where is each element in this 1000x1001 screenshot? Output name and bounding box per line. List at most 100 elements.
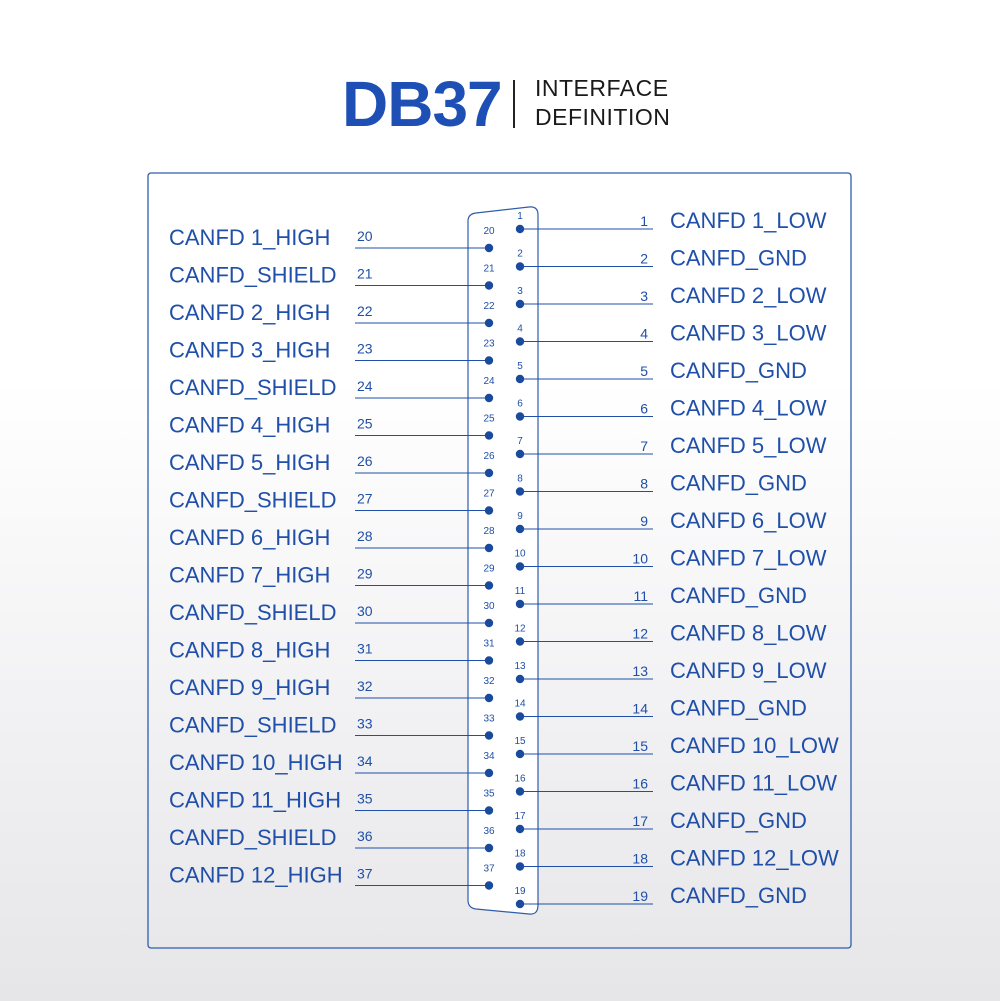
left-connector-pin-number: 34 (483, 751, 495, 762)
left-pin-label: CANFD 6_HIGH (169, 525, 330, 550)
left-pin-contact (484, 618, 494, 628)
right-pin-label: CANFD 5_LOW (670, 433, 827, 458)
right-pin-number: 1 (640, 213, 648, 229)
left-pin-label: CANFD 8_HIGH (169, 638, 330, 663)
left-pin-label: CANFD 3_HIGH (169, 338, 330, 363)
page-title: DB37 (342, 68, 503, 140)
right-pin-number: 10 (632, 551, 648, 567)
right-pin-label: CANFD_GND (670, 696, 807, 721)
left-pin-label: CANFD 2_HIGH (169, 300, 330, 325)
left-pin-contact (484, 393, 494, 403)
right-pin-row: 7 7 CANFD 5_LOW (515, 433, 827, 459)
left-pin-number: 37 (357, 866, 373, 882)
right-pin-number: 7 (640, 438, 648, 454)
right-pin-row: 13 13 CANFD 9_LOW (514, 658, 827, 684)
left-connector-pin-number: 33 (483, 714, 495, 725)
left-pin-label: CANFD 9_HIGH (169, 675, 330, 700)
left-pin-label: CANFD_SHIELD (169, 263, 336, 288)
right-pin-number: 5 (640, 363, 648, 379)
left-pin-contact (484, 468, 494, 478)
left-pin-number: 33 (357, 716, 373, 732)
left-pin-number: 20 (357, 228, 373, 244)
right-pin-number: 14 (632, 701, 648, 717)
right-pin-label: CANFD 12_LOW (670, 846, 839, 871)
left-pin-label: CANFD_SHIELD (169, 713, 336, 738)
left-pin-label: CANFD 7_HIGH (169, 563, 330, 588)
left-pin-contact (484, 318, 494, 328)
left-connector-pin-number: 37 (483, 864, 495, 875)
right-pin-label: CANFD 7_LOW (670, 546, 827, 571)
right-pin-row: 16 16 CANFD 11_LOW (514, 771, 837, 796)
right-pin-label: CANFD_GND (670, 246, 807, 271)
left-pin-label: CANFD_SHIELD (169, 825, 336, 850)
right-pin-label: CANFD 3_LOW (670, 321, 827, 346)
right-connector-pin-number: 1 (517, 211, 523, 222)
left-pin-number: 32 (357, 678, 373, 694)
left-pin-number: 28 (357, 528, 373, 544)
left-connector-pin-number: 24 (483, 376, 495, 387)
left-connector-pin-number: 21 (483, 264, 495, 275)
right-pin-label: CANFD 8_LOW (670, 621, 827, 646)
left-pin-contact (484, 731, 494, 740)
left-pin-number: 36 (357, 828, 373, 844)
right-pin-label: CANFD_GND (670, 471, 807, 496)
left-pin-number: 30 (357, 603, 373, 619)
left-pin-label: CANFD 11_HIGH (169, 788, 341, 813)
right-connector-pin-number: 4 (517, 324, 523, 335)
left-pin-number: 35 (357, 791, 373, 807)
right-connector-pin-number: 7 (517, 436, 523, 447)
subtitle-line-2: DEFINITION (535, 104, 671, 130)
right-connector-pin-number: 8 (517, 474, 523, 485)
left-pin-contact (484, 881, 494, 890)
right-pin-label: CANFD 2_LOW (670, 283, 827, 308)
header: DB37 INTERFACE DEFINITION (0, 60, 1000, 150)
right-connector-pin-number: 13 (514, 661, 526, 672)
right-pin-number: 16 (632, 776, 648, 792)
right-connector-pin-number: 17 (514, 811, 526, 822)
right-connector-pin-number: 2 (517, 249, 523, 260)
right-pin-number: 15 (632, 738, 648, 754)
left-pin-number: 22 (357, 303, 373, 319)
left-pin-contact (484, 243, 494, 253)
left-pin-number: 27 (357, 491, 373, 507)
left-pin-number: 24 (357, 378, 373, 394)
left-pin-label: CANFD 12_HIGH (169, 863, 343, 888)
left-pin-label: CANFD 1_HIGH (169, 225, 330, 250)
right-connector-pin-number: 5 (517, 361, 523, 372)
right-pin-number: 3 (640, 288, 648, 304)
left-connector-pin-number: 27 (483, 489, 495, 500)
left-pin-contact (484, 581, 494, 590)
left-connector-pin-number: 20 (483, 226, 495, 237)
left-pin-contact (484, 768, 494, 778)
right-connector-pin-number: 16 (514, 774, 526, 785)
right-connector-pin-number: 9 (517, 511, 523, 522)
right-pin-number: 4 (640, 326, 648, 342)
right-pin-number: 9 (640, 513, 648, 529)
left-pin-label: CANFD_SHIELD (169, 488, 336, 513)
left-connector-pin-number: 25 (483, 414, 495, 425)
right-pin-label: CANFD 11_LOW (670, 771, 837, 796)
right-pin-number: 13 (632, 663, 648, 679)
left-pin-label: CANFD 5_HIGH (169, 450, 330, 475)
right-pin-row: 10 10 CANFD 7_LOW (514, 546, 827, 571)
left-pin-number: 23 (357, 341, 373, 357)
right-connector-pin-number: 10 (514, 549, 526, 560)
page-subtitle: INTERFACE DEFINITION (535, 74, 670, 132)
left-connector-pin-number: 28 (483, 526, 495, 537)
left-connector-pin-number: 31 (483, 639, 495, 650)
right-connector-pin-number: 19 (514, 886, 526, 897)
right-pin-label: CANFD 9_LOW (670, 658, 827, 683)
right-pin-number: 12 (632, 626, 648, 642)
left-pin-contact (484, 693, 494, 703)
